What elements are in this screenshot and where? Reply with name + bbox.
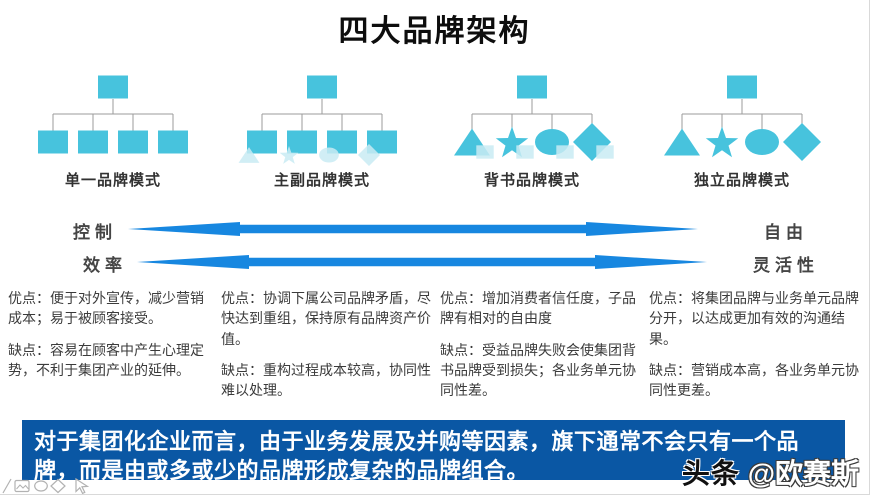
diamond-shape (357, 143, 381, 166)
triangle-shape (664, 128, 700, 156)
watermark-handle: @欧赛斯 (747, 458, 859, 489)
watermark: 头条 @欧赛斯 (682, 452, 859, 492)
ellipse-icon[interactable] (34, 480, 48, 492)
toutiao-logo: 头条 (681, 458, 740, 489)
spectrum-row-efficiency-flexibility: 效率 灵活性 (0, 247, 869, 279)
star-shape (705, 126, 739, 158)
star-shape (495, 126, 529, 158)
column-single-brand: 优点：便于对外宣传，减少营销成本；易于被顾客接受。 缺点：容易在顾客中产生心理定… (8, 288, 210, 391)
cons-text: 缺点：重构过程成本较高，协同性难以处理。 (221, 361, 431, 399)
double-arrow (137, 255, 707, 269)
tree-label: 主副品牌模式 (273, 172, 370, 189)
org-tree-graphic (454, 75, 614, 161)
tool-strip (2, 477, 90, 494)
square-shape (307, 75, 337, 99)
cursor-icon[interactable] (75, 477, 90, 494)
square-shape (516, 145, 534, 159)
square-shape (596, 145, 614, 159)
ellipse-shape (319, 147, 339, 163)
triangle-shape (238, 147, 260, 163)
org-tree-graphic (664, 75, 821, 161)
square-shape (556, 145, 574, 159)
star-shape (279, 146, 299, 164)
square-shape (476, 145, 494, 159)
ellipse-shape (745, 129, 779, 155)
image-icon[interactable] (14, 479, 30, 493)
square-shape (158, 130, 188, 154)
page-title: 四大品牌架构 (338, 15, 531, 48)
column-endorsed-brand: 优点：增加消费者信任度，子品牌有相对的自由度 缺点：受益品牌失败会使集团背书品牌… (440, 288, 642, 411)
spectrum-row-control-freedom: 控制 自由 (0, 214, 869, 246)
pros-text: 优点：便于对外宣传，减少营销成本；易于被顾客接受。 (8, 290, 204, 327)
tree-single-brand: 单一品牌模式 (18, 68, 208, 190)
square-shape (118, 130, 148, 154)
square-shape (78, 130, 108, 154)
tree-label: 独立品牌模式 (693, 172, 790, 189)
cons-text: 缺点：营销成本高，各业务单元协同性更差。 (649, 361, 859, 399)
square-shape (38, 130, 68, 154)
pros-text: 优点：协调下属公司品牌矛盾，尽快达到重组，保持原有品牌资产价值。 (221, 290, 431, 347)
square-shape (247, 130, 277, 154)
tree-label: 单一品牌模式 (64, 172, 161, 189)
tree-label: 背书品牌模式 (483, 172, 580, 189)
diamond-shape (783, 123, 821, 161)
key-message-banner: 对于集团化企业而言，由于业务发展及并购等因素，旗下通常不会只有一个品牌，而是由或… (22, 420, 845, 484)
pros-text: 优点：将集团品牌与业务单元品牌分开，以达成更加有效的沟通结果。 (649, 290, 859, 347)
label-freedom: 自由 (764, 223, 808, 242)
tree-endorsed-brand: 背书品牌模式 (437, 68, 627, 190)
double-arrow (128, 222, 698, 236)
cons-text: 缺点：受益品牌失败会使集团背书品牌受到损失；各业务单元协同性差。 (440, 341, 636, 399)
tree-independent-brand: 独立品牌模式 (647, 68, 837, 190)
label-flexibility: 灵活性 (753, 256, 819, 275)
square-shape (517, 75, 547, 99)
column-master-sub-brand: 优点：协调下属公司品牌矛盾，尽快达到重组，保持原有品牌资产价值。 缺点：重构过程… (221, 288, 431, 411)
cons-text: 缺点：容易在顾客中产生心理定势，不利于集团产业的延伸。 (8, 341, 204, 378)
square-shape (287, 130, 317, 154)
banner-text: 对于集团化企业而言，由于业务发展及并购等因素，旗下通常不会只有一个品牌，而是由或… (34, 429, 800, 484)
org-tree-graphic (38, 75, 188, 154)
square-shape (327, 130, 357, 154)
square-shape (727, 75, 757, 99)
label-efficiency: 效率 (83, 256, 127, 275)
square-shape (367, 130, 397, 154)
pencil-icon[interactable] (2, 478, 12, 494)
pros-text: 优点：增加消费者信任度，子品牌有相对的自由度 (440, 290, 636, 327)
tree-master-sub-brand: 主副品牌模式 (227, 68, 417, 190)
label-control: 控制 (73, 223, 117, 242)
org-tree-graphic (238, 75, 397, 166)
diamond-icon[interactable] (50, 478, 66, 494)
square-shape (98, 75, 128, 99)
column-independent-brand: 优点：将集团品牌与业务单元品牌分开，以达成更加有效的沟通结果。 缺点：营销成本高… (649, 288, 863, 411)
